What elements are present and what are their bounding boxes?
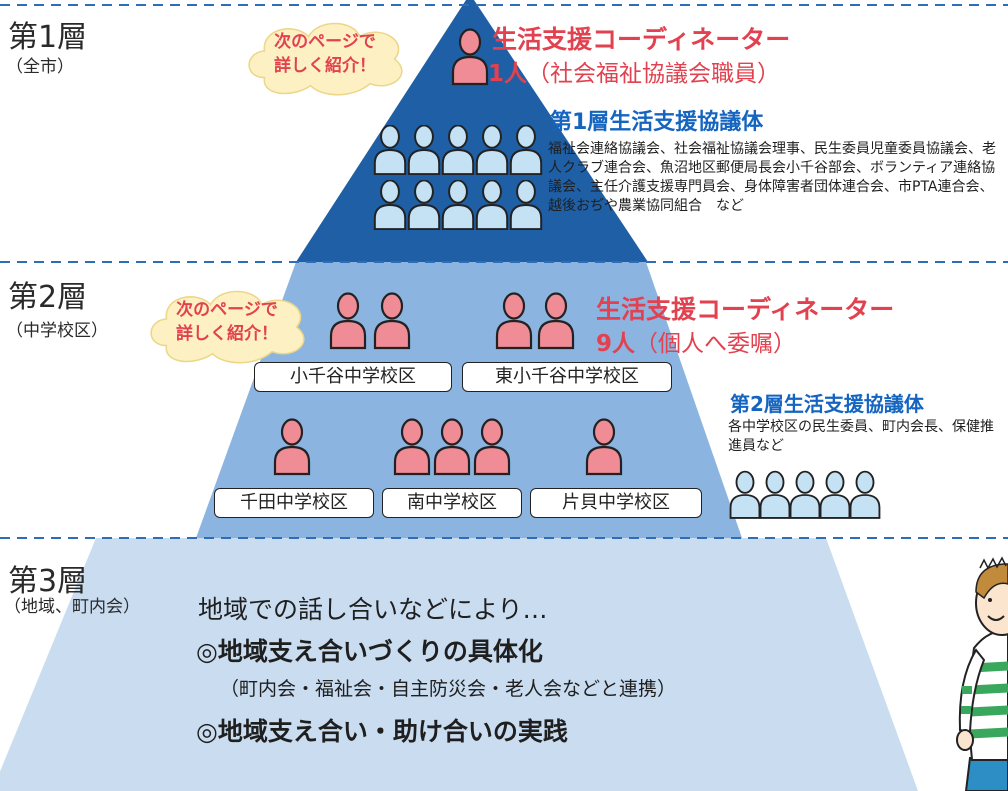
person-icon bbox=[849, 470, 881, 519]
callout-line-2: 詳しく紹介！ bbox=[176, 324, 278, 344]
layer1-coordinator-count: 1人 bbox=[488, 61, 528, 87]
tier3-shape bbox=[0, 538, 918, 791]
layer1-name: 第1層 bbox=[8, 20, 88, 55]
layer1-coordinator-detail: 1人（社会福祉協議会職員） bbox=[488, 54, 780, 88]
school-district-label: 南中学校区 bbox=[382, 488, 522, 518]
school-district-label: 片貝中学校区 bbox=[530, 488, 702, 518]
school-district-label: 小千谷中学校区 bbox=[254, 362, 452, 392]
school-district-label: 千田中学校区 bbox=[214, 488, 374, 518]
layer2-council-members: 各中学校区の民生委員、町内会長、保健推進員など bbox=[728, 419, 994, 454]
layer2-name: 第2層 bbox=[8, 280, 88, 315]
layer2-coordinator-count: 9人 bbox=[596, 331, 636, 357]
callout-line-2: 詳しく紹介！ bbox=[274, 56, 376, 76]
mascot-boy-illustration bbox=[956, 556, 1008, 791]
person-icon bbox=[789, 470, 821, 519]
layer3-point-1: ◎地域支え合いづくりの具体化 bbox=[196, 637, 543, 666]
layer3-point-2: ◎地域支え合い・助け合いの実践 bbox=[196, 717, 568, 746]
layer2-coordinator-title: 生活支援コーディネーター bbox=[596, 295, 895, 324]
layer3-point-1-note: （町内会・福祉会・自主防災会・老人会などと連携） bbox=[220, 678, 677, 700]
layer1-coordinator-note: （社会福祉協議会職員） bbox=[527, 61, 781, 87]
person-icon bbox=[819, 470, 851, 519]
layer1-scope: （全市） bbox=[6, 57, 74, 77]
school-district-label: 東小千谷中学校区 bbox=[462, 362, 672, 392]
layer1-council-title: 第1層生活支援協議体 bbox=[550, 110, 764, 135]
layer1-council-members: 福祉会連絡協議会、社会福祉協議会理事、民生委員児童委員協議会、老人クラブ連合会、… bbox=[548, 141, 996, 214]
layer2-council-people bbox=[729, 470, 881, 519]
layer3-lead: 地域での話し合いなどにより… bbox=[198, 595, 548, 624]
callout-line-1: 次のページで bbox=[274, 32, 376, 52]
callout-2: 次のページで 詳しく紹介！ bbox=[152, 298, 302, 346]
layer2-scope: （中学校区） bbox=[6, 321, 108, 341]
callout-line-1: 次のページで bbox=[176, 300, 278, 320]
callout-1: 次のページで 詳しく紹介！ bbox=[250, 30, 400, 78]
layer3-scope: （地域、町内会） bbox=[4, 597, 140, 617]
person-icon bbox=[759, 470, 791, 519]
layer1-coordinator-title: 生活支援コーディネーター bbox=[492, 25, 791, 54]
person-icon bbox=[729, 470, 761, 519]
layer3-name: 第3層 bbox=[8, 564, 88, 599]
layer2-council-title: 第2層生活支援協議体 bbox=[730, 392, 924, 416]
layer2-coordinator-note: （個人へ委嘱） bbox=[635, 331, 797, 357]
layer2-coordinator-detail: 9人（個人へ委嘱） bbox=[596, 324, 796, 358]
